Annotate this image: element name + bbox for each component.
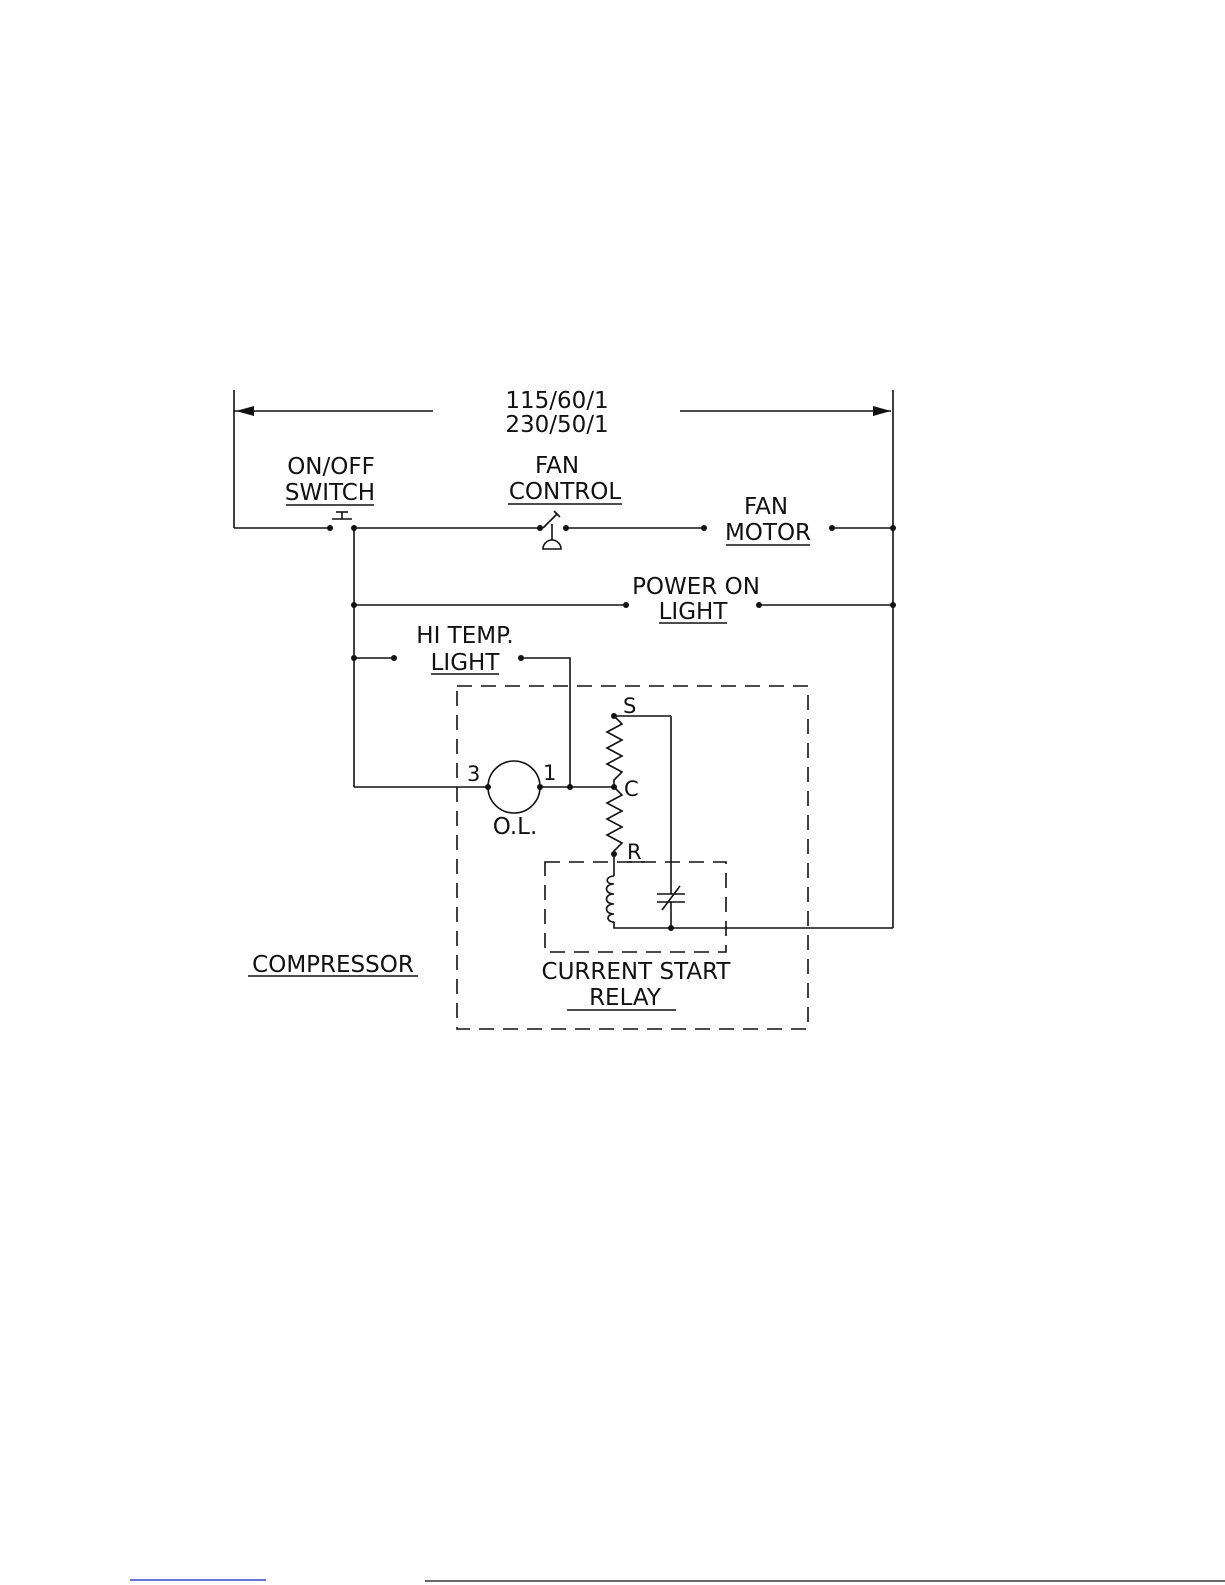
- terminal-r: R: [627, 840, 642, 864]
- overload-label: O.L.: [493, 814, 538, 840]
- fan-control-label-line1: FAN: [535, 453, 579, 479]
- fan-motor-label-line1: FAN: [744, 494, 788, 520]
- power-on-light-circuit: [351, 602, 896, 608]
- overload-terminal-1: 1: [543, 761, 556, 785]
- terminal-c: C: [624, 777, 639, 801]
- fan-control-label-line2: CONTROL: [509, 479, 622, 505]
- supply-voltage-line1: 115/60/1: [505, 388, 608, 414]
- current-start-relay-enclosure: [545, 862, 726, 952]
- supply-voltage-line2: 230/50/1: [505, 412, 608, 438]
- terminal-s: S: [623, 694, 636, 718]
- current-start-relay-label-line1: CURRENT START: [542, 959, 732, 985]
- current-start-relay-label-line2: RELAY: [589, 985, 662, 1011]
- overload-protector: [354, 761, 614, 813]
- on-off-switch-label-line1: ON/OFF: [287, 454, 375, 480]
- overload-terminal-3: 3: [467, 762, 480, 786]
- compressor-windings: [607, 713, 671, 857]
- on-off-switch-label-line2: SWITCH: [285, 480, 375, 506]
- fan-control-symbol: [537, 511, 569, 549]
- power-on-light-label-line1: POWER ON: [632, 574, 760, 600]
- power-on-light-label-line2: LIGHT: [659, 599, 729, 625]
- hi-temp-light-label-line1: HI TEMP.: [416, 623, 513, 649]
- relay-coil: [607, 876, 615, 922]
- on-off-switch-symbol: [332, 512, 352, 519]
- scan-edge-artifact: [130, 1580, 1225, 1581]
- hi-temp-light-label-line2: LIGHT: [431, 650, 501, 676]
- current-start-relay: [607, 716, 894, 931]
- compressor-label: COMPRESSOR: [252, 952, 414, 978]
- fan-motor-label-line2: MOTOR: [725, 520, 811, 546]
